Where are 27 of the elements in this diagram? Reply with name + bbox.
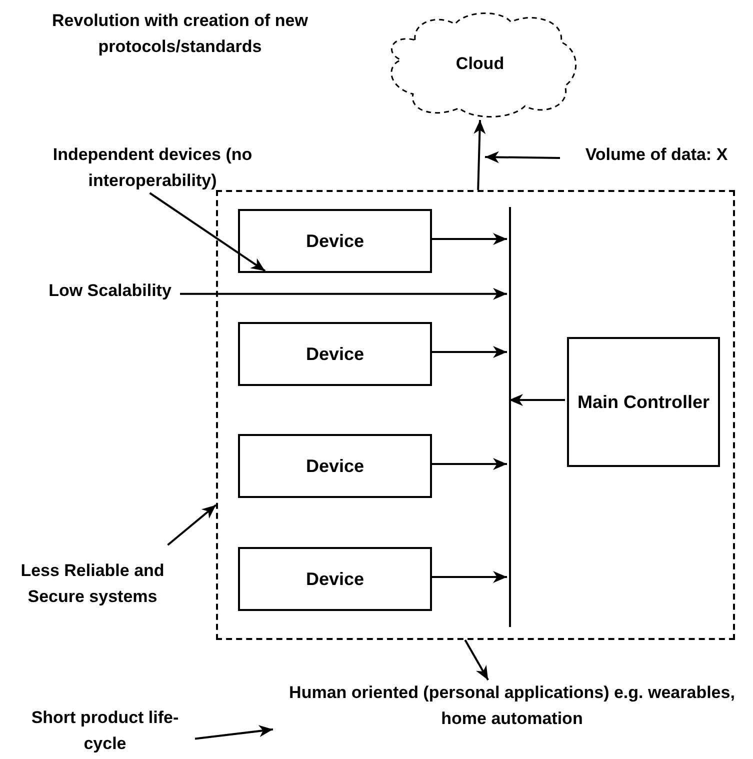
arrow: [149, 192, 266, 272]
node-text: Cloud: [456, 53, 504, 75]
process-box: Device: [238, 209, 432, 273]
arrow: [474, 120, 486, 190]
node-text: Independent devices (no interoperability): [52, 144, 254, 192]
process-box: Device: [238, 547, 432, 611]
node-text: Short product life-cycle: [30, 707, 180, 755]
process-box: Device: [238, 322, 432, 386]
process-box: Main Controller: [567, 337, 720, 467]
arrow: [430, 233, 507, 245]
note-text: Revolution with creation of new protocols/standards: [51, 10, 309, 58]
node-text: Low Scalability: [48, 280, 172, 302]
arrow: [430, 571, 507, 583]
arrow: [484, 151, 560, 164]
node-text: Volume of data: X: [585, 144, 728, 166]
node-text: Human oriented (personal applications) e.g. wearables, home automation: [288, 682, 736, 730]
process-box: Device: [238, 434, 432, 498]
arrow: [167, 504, 217, 546]
arrow: [194, 725, 274, 740]
arrow: [180, 288, 507, 300]
bus-line: [509, 207, 511, 627]
arrow: [430, 458, 507, 470]
system-boundary: [216, 190, 735, 640]
arrow: [509, 394, 565, 406]
node-text: Less Reliable and Secure systems: [20, 560, 166, 608]
arrow: [464, 640, 489, 680]
arrow: [430, 346, 507, 358]
